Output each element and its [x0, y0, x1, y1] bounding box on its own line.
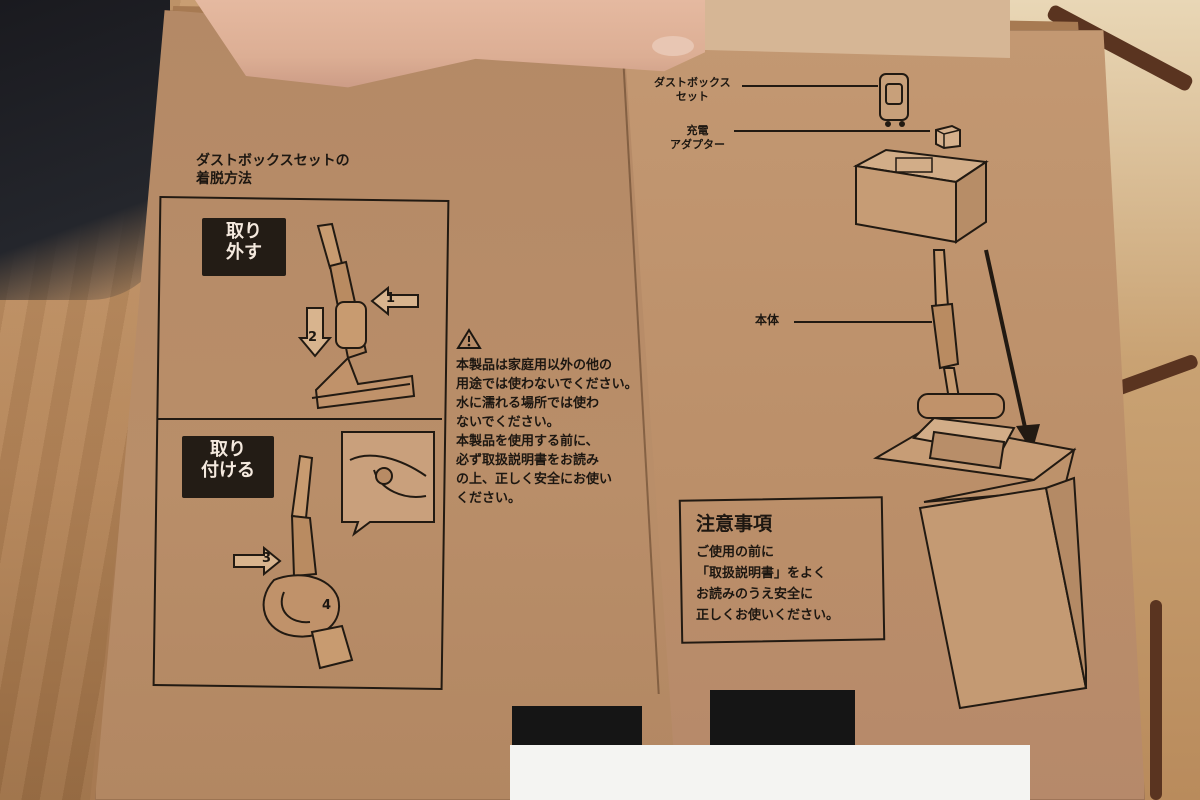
step-3-number: 3	[262, 551, 272, 566]
adapter-label: 充電 アダプター	[670, 124, 725, 152]
attach-label-line-1: 取り	[210, 439, 246, 460]
step-3-arrow-icon	[233, 545, 282, 577]
dustbox-set-label: ダストボックス セット	[654, 76, 731, 104]
heading-line-2: 着脱方法	[196, 171, 252, 188]
adapter-icon	[935, 124, 961, 150]
body-label: 本体	[755, 313, 780, 327]
remove-label: 取り 外す	[202, 218, 286, 276]
dustbox-set-icon	[879, 73, 909, 127]
dustbox-set-line-2: セット	[675, 90, 709, 103]
vacuum-attach-illustration	[262, 454, 354, 670]
adapter-leader-line	[734, 130, 930, 132]
chair-frame-leg	[1150, 600, 1162, 800]
warning-line-8: ください。	[456, 491, 522, 506]
fingernail	[652, 36, 694, 56]
warning-line-1: 本製品は家庭用以外の他の	[456, 358, 613, 373]
caution-text: ご使用の前に 「取扱説明書」をよく お読みのうえ安全に 正しくお使いください。	[696, 542, 839, 626]
vacuum-body-illustration	[917, 249, 1005, 419]
instructions-divider	[158, 418, 442, 420]
open-box-illustration	[873, 416, 1088, 710]
warning-line-4: ないでください。	[456, 415, 560, 430]
warning-line-7: の上、正しく安全にお使い	[456, 472, 613, 487]
vacuum-removal-illustration	[311, 222, 416, 410]
caution-line-2: 「取扱説明書」をよく	[696, 566, 827, 581]
caution-line-1: ご使用の前に	[696, 545, 775, 560]
adapter-line-1: 充電	[686, 124, 709, 137]
body-leader-line	[794, 321, 932, 323]
step-4-number: 4	[322, 598, 332, 613]
caution-line-4: 正しくお使いください。	[696, 608, 840, 623]
remove-label-line-2: 外す	[226, 241, 262, 263]
step-2-number: 2	[308, 330, 318, 345]
dustbox-set-line-1: ダストボックス	[654, 76, 731, 89]
box-flap-left	[95, 10, 675, 800]
warning-line-5: 本製品を使用する前に、	[456, 434, 599, 449]
dark-fabric	[0, 0, 170, 300]
caution-title: 注意事項	[696, 513, 773, 535]
heading-line-1: ダストボックスセットの	[196, 153, 350, 169]
caution-line-3: お読みのうえ安全に	[696, 587, 814, 602]
step-2-arrow-icon	[297, 307, 333, 358]
warning-line-3: 水に濡れる場所では使わ	[456, 396, 600, 411]
step-1-arrow-icon	[370, 285, 419, 317]
warning-triangle-icon	[456, 328, 482, 349]
remove-label-line-1: 取り	[226, 221, 262, 242]
warning-text: 本製品は家庭用以外の他の 用途では使わないでください。 水に濡れる場所では使わ …	[456, 356, 638, 508]
nozzle-closeup-callout	[341, 431, 435, 537]
adapter-line-2: アダプター	[670, 138, 725, 151]
warning-line-2: 用途では使わないでください。	[456, 377, 638, 392]
tray-insert-illustration	[852, 148, 989, 244]
dustbox-leader-line	[742, 85, 878, 87]
styrofoam-packing	[510, 745, 1030, 800]
attach-label: 取り 付ける	[182, 436, 274, 498]
box-cutout-right	[710, 690, 855, 745]
step-1-number: 1	[386, 291, 396, 306]
attach-label-line-2: 付ける	[201, 459, 255, 481]
warning-line-6: 必ず取扱説明書をお読み	[456, 453, 600, 468]
instructions-heading: ダストボックスセットの 着脱方法	[196, 152, 350, 188]
